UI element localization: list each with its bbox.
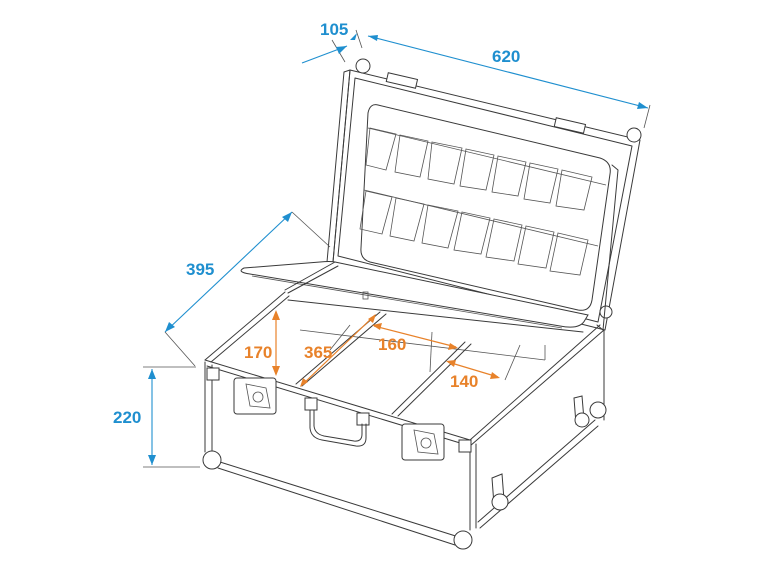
lid-pockets-row-1 (365, 127, 607, 211)
label-height: 220 (113, 408, 142, 427)
tray-panel (240, 261, 589, 329)
label-compartment-2-width: 140 (450, 372, 479, 391)
dim-160 (372, 323, 458, 350)
front-handle (304, 397, 370, 447)
butterfly-lock-right (401, 423, 445, 461)
corner-ball-back-right (589, 401, 607, 419)
corner-ball-front-left (202, 450, 222, 470)
label-compartment-1-width: 160 (378, 335, 407, 354)
wheel-back (573, 395, 590, 428)
label-inner-height: 170 (244, 343, 273, 362)
lid-latch-right (553, 117, 587, 134)
divider-2 (391, 341, 472, 417)
corner-ball-front-right (453, 530, 473, 550)
lid (326, 58, 642, 331)
lid-pockets-row-2 (359, 189, 599, 276)
label-inner-depth: 365 (304, 343, 333, 362)
dim-170 (272, 310, 280, 376)
dim-395 (164, 211, 331, 367)
label-lid-depth: 105 (320, 20, 349, 39)
dim-140 (446, 360, 500, 379)
wheel-front (491, 473, 509, 511)
butterfly-lock-left (233, 377, 277, 415)
dim-220 (143, 366, 200, 468)
dim-365 (300, 314, 376, 387)
lid-latch-left (385, 72, 419, 89)
label-width: 620 (492, 47, 521, 66)
label-depth: 395 (186, 260, 215, 279)
dim-620 (367, 35, 651, 129)
dim-105 (301, 29, 363, 64)
corner-ball-lid-right (626, 127, 642, 143)
corner-ball-lid-left (355, 58, 371, 74)
